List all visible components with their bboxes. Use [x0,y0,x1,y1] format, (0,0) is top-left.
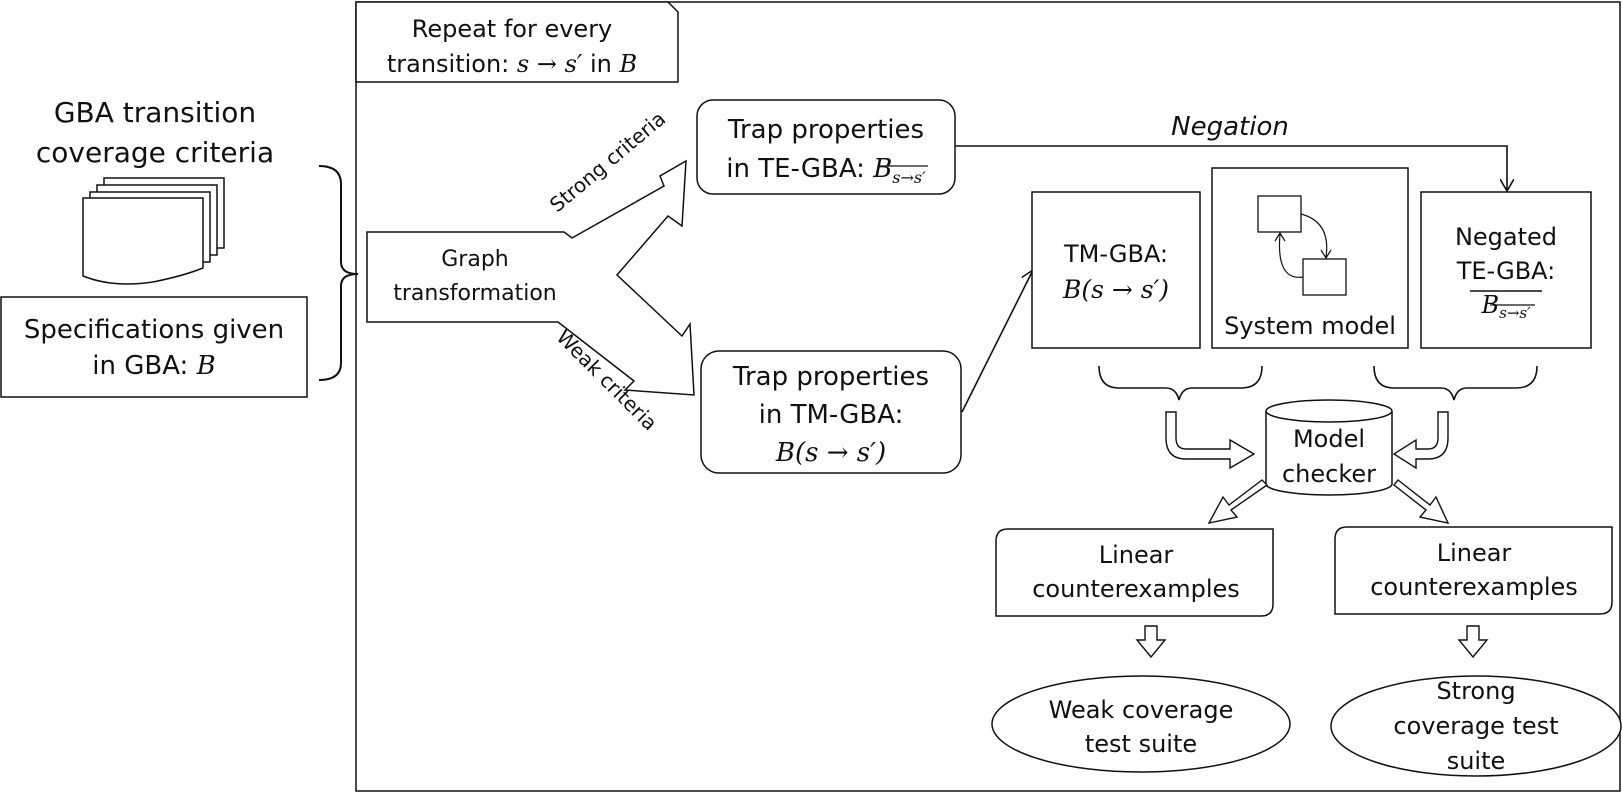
strong-suite-line1: Strong [1436,677,1515,705]
transition-arrow-icon [1300,213,1328,258]
model-checker-cylinder-rim [1265,410,1393,423]
repeat-frame [355,1,1621,792]
diagonal-arrow-right [1393,479,1450,524]
left-brace [318,165,359,381]
trap-te-gba-line1: Trap properties [727,115,924,145]
specifications-box [0,296,308,398]
graph-transformation-split-arrow [366,159,695,396]
graph-transformation-line1: Graph [441,247,508,272]
diagonal-arrow-left [1207,479,1269,525]
linear-counterexamples-left-box [995,528,1274,617]
brace-right-inputs [1373,365,1538,401]
trap-te-gba-box [696,99,956,195]
down-arrow-left [1135,625,1167,659]
bent-arrow-right [1392,411,1449,470]
document-stack-icon [82,177,225,285]
strong-suite-line2: coverage test [1393,712,1558,740]
linear-counterexamples-right-box [1334,526,1613,615]
state-box-icon [1257,195,1302,233]
specifications-line1: Specifications given [24,315,284,345]
tm-gba-box [1031,191,1201,349]
transition-arrowhead-icon [1320,249,1332,260]
criteria-title-line2: coverage criteria [36,136,274,169]
negated-line3: Bs→s′ [1480,291,1531,322]
repeat-label-line1: Repeat for every [412,15,613,43]
tm-gba-line2: B(s → s′) [1062,275,1169,304]
bent-arrow-left [1165,411,1256,470]
graph-transformation-line2: transformation [393,281,556,306]
strong-coverage-suite-ellipse [1330,675,1622,777]
weak-suite-line2: test suite [1085,730,1197,758]
repeat-label-line2: transition: s → s′ in B [387,50,637,78]
model-checker-line2: checker [1282,460,1376,488]
state-box-icon [1302,258,1347,296]
negated-te-gba-box [1420,191,1592,349]
negation-label: Negation [1171,112,1289,142]
model-checker-line1: Model [1293,425,1365,453]
linear-right-line2: counterexamples [1370,573,1578,601]
brace-left-inputs [1098,365,1263,401]
trap-tm-gba-box [700,350,962,474]
transition-arrow-icon [1278,233,1304,278]
specifications-line2: in GBA: B [92,351,215,381]
model-checker-cylinder [1265,399,1393,496]
trap-tm-gba-line2: in TM-GBA: [759,400,904,430]
linear-left-line2: counterexamples [1032,575,1240,603]
tm-to-model-arrow [961,270,1033,413]
negated-line1: Negated [1455,223,1557,251]
trap-tm-gba-line1: Trap properties [732,362,929,392]
system-model-label: System model [1224,312,1396,340]
tm-gba-line1: TM-GBA: [1063,240,1168,268]
down-arrow-right [1457,625,1489,659]
linear-right-line1: Linear [1437,539,1512,567]
repeat-label-box [355,1,679,83]
criteria-title-line1: GBA transition [54,96,256,129]
trap-te-gba-line2: in TE-GBA: Bs→s′ [726,154,926,187]
trap-tm-gba-line3: B(s → s′) [775,438,886,468]
weak-coverage-suite-ellipse [991,675,1291,773]
transition-arrowhead-icon [1274,231,1286,242]
strong-suite-line3: suite [1447,747,1506,775]
system-model-box [1211,167,1409,349]
negated-line2: TE-GBA: [1456,257,1556,285]
linear-left-line1: Linear [1099,541,1174,569]
weak-suite-line1: Weak coverage [1049,696,1234,724]
negation-arrow [955,145,1507,191]
